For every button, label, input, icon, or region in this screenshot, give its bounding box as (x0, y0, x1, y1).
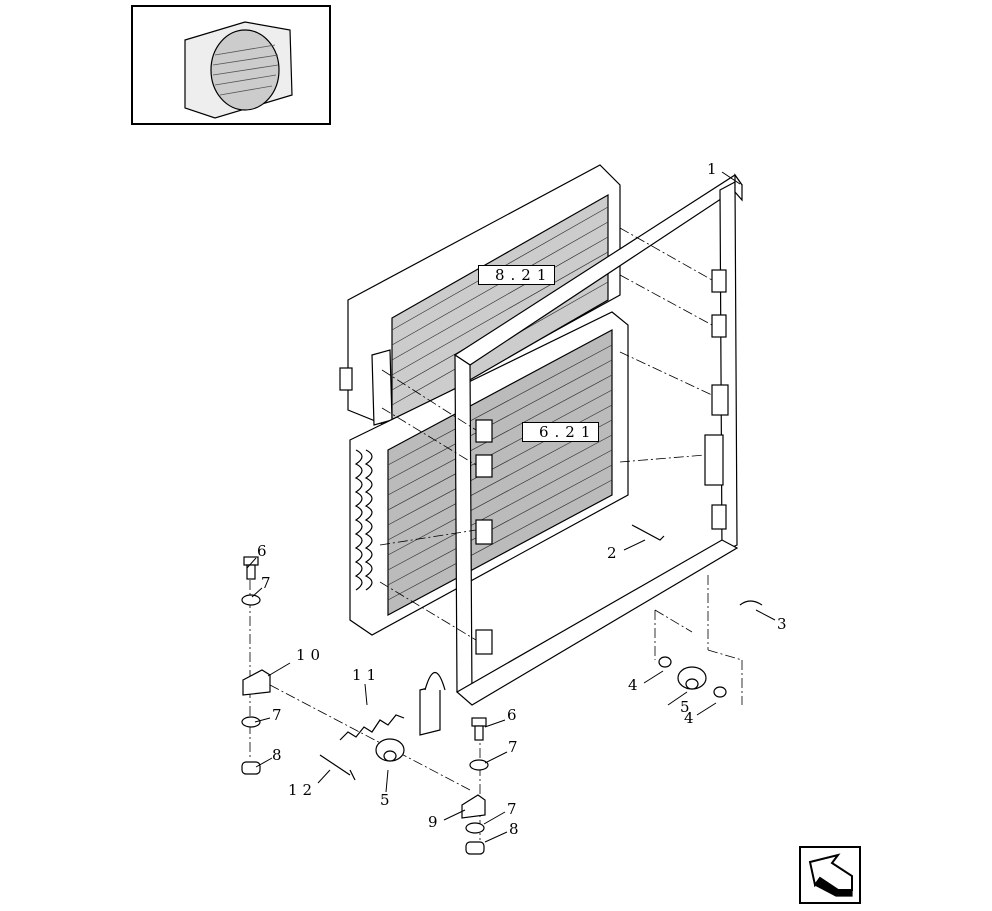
callout-4b: 4 (684, 709, 699, 727)
hardware-parts (241, 524, 763, 855)
callout-7: 7 (261, 574, 276, 592)
callout-5b: 5 (380, 791, 395, 809)
callout-11: 11 (352, 666, 382, 684)
callout-8: 8 (272, 746, 287, 764)
callout-7d: 7 (507, 800, 522, 818)
previous-page-arrow-icon[interactable] (799, 846, 861, 904)
callout-9: 9 (428, 813, 443, 831)
mounting-frame (419, 173, 743, 736)
callout-6b: 6 (507, 706, 522, 724)
alignment-lines (249, 227, 743, 840)
callout-2: 2 (607, 544, 622, 562)
callout-7b: 7 (272, 706, 287, 724)
reference-box-8-21[interactable]: 8.21 (478, 265, 556, 285)
callout-10: 10 (296, 646, 326, 664)
callout-8b: 8 (509, 820, 524, 838)
callout-7c: 7 (508, 738, 523, 756)
thumbnail-view[interactable] (131, 5, 331, 125)
callout-5: 5 (680, 698, 695, 716)
callout-4: 4 (628, 676, 643, 694)
callout-12: 12 (288, 781, 318, 799)
callout-3: 3 (777, 615, 792, 633)
leader-lines (246, 171, 776, 843)
reference-box-6-21[interactable]: 6.21 (522, 422, 600, 442)
callout-6: 6 (257, 542, 272, 560)
callout-1: 1 (707, 160, 722, 178)
